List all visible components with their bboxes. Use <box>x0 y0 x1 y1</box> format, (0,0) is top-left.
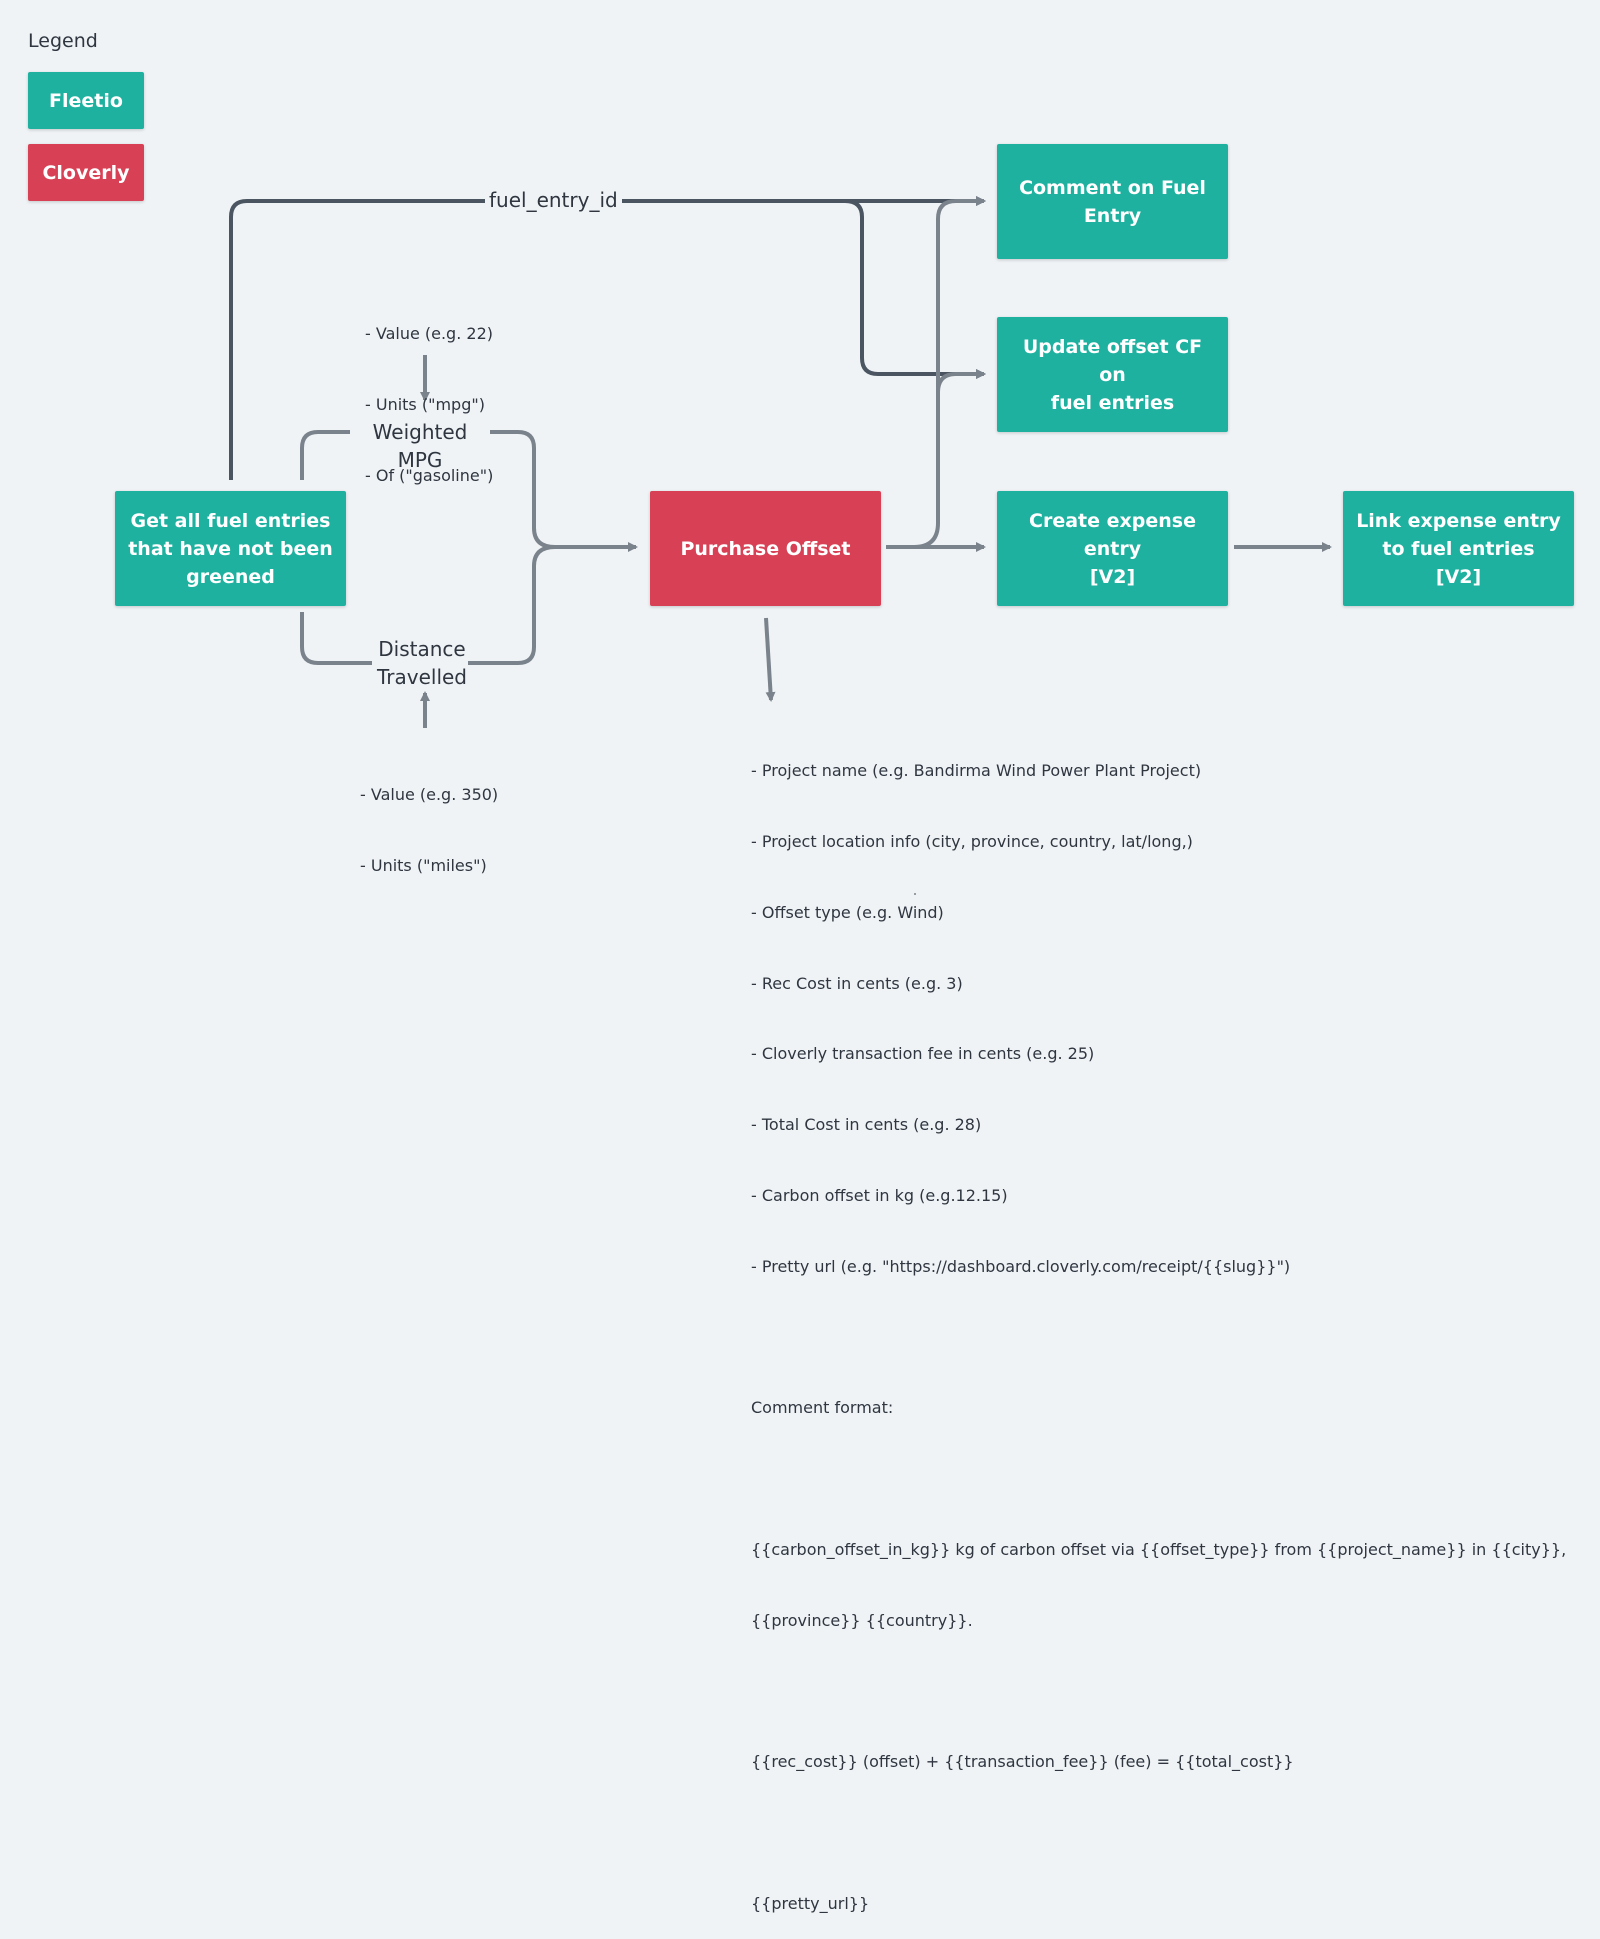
legend-title: Legend <box>28 30 98 52</box>
note-line: - Units ("mpg") <box>365 394 485 414</box>
label-distance-travelled: Distance Travelled <box>376 637 467 689</box>
note-line: {{pretty_url}} <box>751 1893 870 1913</box>
note-line <box>751 1325 1566 1349</box>
notes-distance: - Value (e.g. 350) - Units ("miles") <box>360 736 498 901</box>
note-line: - Pretty url (e.g. "https://dashboard.cl… <box>751 1256 1291 1276</box>
node-comment-fuel-entry[interactable]: Comment on Fuel Entry <box>997 144 1228 259</box>
note-line: - Project location info (city, province,… <box>751 831 1193 851</box>
note-line: - Total Cost in cents (e.g. 28) <box>751 1115 982 1135</box>
note-line: - Project name (e.g. Bandirma Wind Power… <box>751 761 1202 781</box>
legend-cloverly: Cloverly <box>28 144 144 201</box>
note-line: {{carbon_offset_in_kg}} kg of carbon off… <box>751 1539 1567 1559</box>
note-line: - Rec Cost in cents (e.g. 3) <box>751 973 963 993</box>
arrow-purchase-to-details <box>764 617 776 702</box>
node-update-offset-cf[interactable]: Update offset CF on fuel entries <box>997 317 1228 432</box>
legend-fleetio: Fleetio <box>28 72 144 129</box>
note-line: - Value (e.g. 22) <box>365 324 493 344</box>
node-create-expense[interactable]: Create expense entry [V2] <box>997 491 1228 606</box>
note-line: - Carbon offset in kg (e.g.12.15) <box>751 1185 1008 1205</box>
note-line <box>751 1467 1566 1491</box>
note-line: - Units ("miles") <box>360 855 487 875</box>
note-line: - Value (e.g. 350) <box>360 785 499 805</box>
connector-distance-travelled <box>300 545 556 665</box>
node-get-fuel-entries[interactable]: Get all fuel entries that have not been … <box>115 491 346 606</box>
note-line: {{rec_cost}} (offset) + {{transaction_fe… <box>751 1752 1294 1772</box>
note-line: - Offset type (e.g. Wind) <box>751 902 944 922</box>
note-line <box>751 1679 1566 1703</box>
diagram-canvas <box>229 196 1332 728</box>
connector-purchase-to-update <box>936 369 986 393</box>
node-purchase-offset[interactable]: Purchase Offset <box>650 491 881 606</box>
note-line: {{province}} {{country}}. <box>751 1610 973 1630</box>
note-line: Comment format: <box>751 1398 894 1418</box>
notes-offset-details: - Project name (e.g. Bandirma Wind Power… <box>751 712 1566 1939</box>
note-line <box>751 1821 1566 1845</box>
notes-mpg: - Value (e.g. 22) - Units ("mpg") - Of (… <box>365 275 493 511</box>
node-link-expense[interactable]: Link expense entry to fuel entries [V2] <box>1343 491 1574 606</box>
label-weighted-mpg: Weighted MPG <box>372 420 468 472</box>
note-line: - Cloverly transaction fee in cents (e.g… <box>751 1044 1095 1064</box>
note-line: - Of ("gasoline") <box>365 465 494 485</box>
connector-purchase-to-comment <box>913 196 986 549</box>
edge-label-fuel-entry-id: fuel_entry_id <box>485 188 622 212</box>
stray-dot <box>914 893 916 895</box>
connector-fuel-entry-id <box>229 199 984 480</box>
